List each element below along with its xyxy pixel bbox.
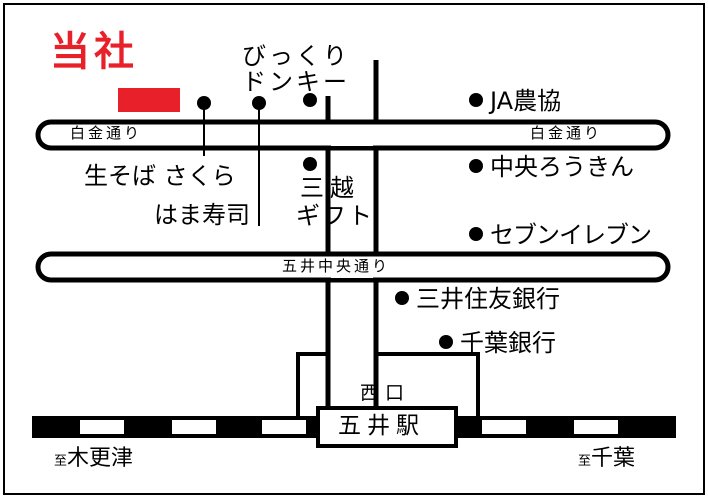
label-mitsukoshi-line2: ギフト — [296, 202, 374, 230]
station-approach-right — [376, 352, 480, 416]
intersection-fill — [331, 257, 373, 278]
road-label-goi-chuo: 五井中央通り — [282, 257, 391, 275]
dot-smbc — [395, 291, 409, 305]
dot-seven — [469, 227, 483, 241]
destination-west-name: 木更津 — [67, 446, 134, 471]
dot-chiba — [439, 335, 453, 349]
railway-stripes — [80, 420, 618, 434]
destination-prefix: 至 — [578, 454, 592, 469]
station-gate-label: 西口 — [360, 382, 411, 404]
station-name: 五井駅 — [338, 413, 425, 439]
company-label: 当社 — [50, 29, 138, 75]
label-mitsui-sumitomo: 三井住友銀行 — [416, 285, 560, 313]
label-chiba-bank: 千葉銀行 — [460, 329, 556, 357]
destination-west: 至木更津 — [54, 448, 133, 470]
dot-mitsukoshi — [303, 157, 317, 171]
landmark-dots — [197, 93, 483, 349]
station-approach-left — [296, 352, 328, 416]
dot-ja — [469, 93, 483, 107]
label-ja: JA農協 — [490, 87, 562, 115]
company-marker — [118, 88, 180, 112]
road-label-shirogane-east: 白金通り — [530, 124, 603, 142]
destination-prefix: 至 — [54, 454, 68, 469]
destination-east-name: 千葉 — [591, 446, 636, 471]
label-mitsukoshi-line1: 三越 — [300, 174, 360, 202]
station-building — [316, 406, 458, 448]
dot-rokin — [469, 159, 483, 173]
label-bikkuri-line1: びっくり — [242, 42, 350, 70]
intersection-fill — [331, 125, 373, 146]
label-bikkuri-line2: ドンキー — [242, 68, 350, 96]
label-hamasushi: はま寿司 — [154, 201, 250, 229]
road-label-shirogane-west: 白金通り — [70, 124, 143, 142]
label-seven-eleven: セブンイレブン — [490, 221, 652, 249]
dot-donki — [303, 93, 317, 107]
label-chuo-rokin: 中央ろうきん — [490, 153, 634, 181]
destination-east: 至千葉 — [578, 448, 635, 470]
label-namasoba: 生そば さくら — [84, 162, 236, 190]
leader-lines — [203, 103, 260, 226]
